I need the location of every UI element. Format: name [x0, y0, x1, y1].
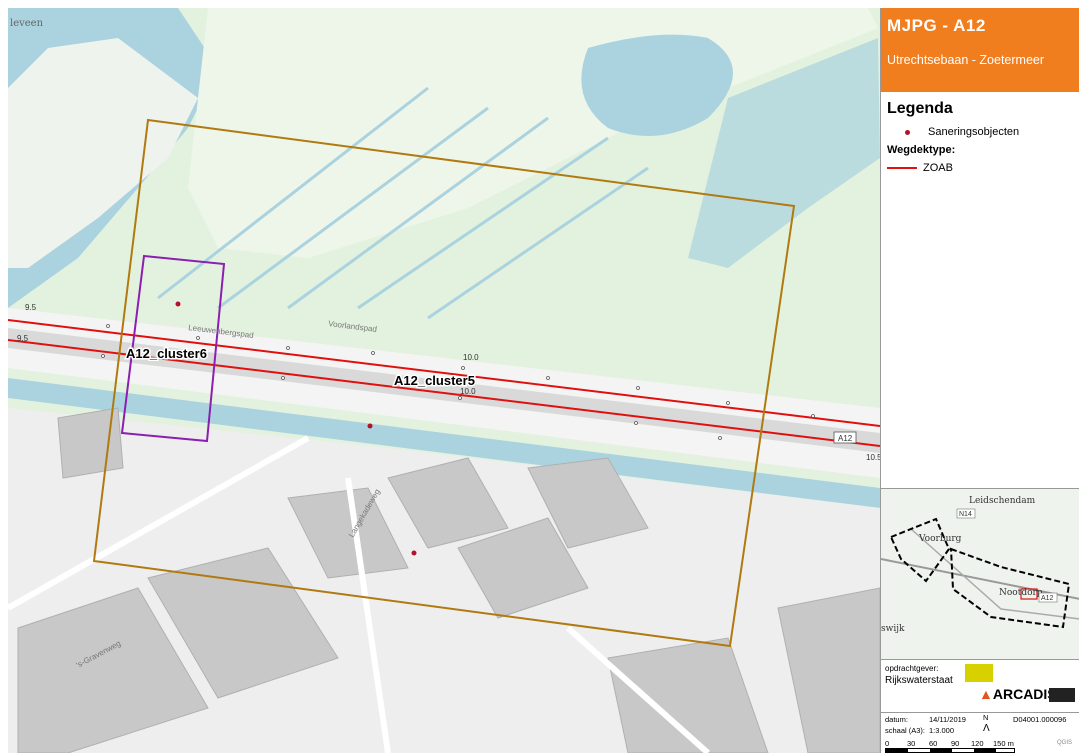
cluster6-label: A12_cluster6	[126, 346, 207, 361]
scale-tick: 60	[929, 739, 938, 748]
zoab-line-north	[8, 319, 880, 427]
overview-label: N14	[959, 511, 972, 518]
urban-area	[8, 38, 198, 268]
legend-item-objects: Saneringsobjecten	[887, 126, 1073, 138]
zoab-line-south	[8, 339, 880, 447]
cluster6-polygon	[120, 254, 226, 443]
distance-label: 10.5	[866, 453, 880, 462]
line-icon	[887, 167, 917, 169]
client-name: Rijkswaterstaat	[885, 675, 953, 686]
distance-label: 9.5	[17, 334, 29, 343]
canal	[8, 378, 880, 508]
north-arrow-icon: Λ	[983, 723, 990, 734]
distance-label: 10.0	[463, 353, 479, 362]
hectometer-points	[101, 324, 815, 440]
buildings	[17, 407, 880, 753]
client-block: opdrachtgever: Rijkswaterstaat ▲ARCADIS	[881, 658, 1079, 713]
footer-block: datum: 14/11/2019 N Λ D04001.000096 scha…	[881, 712, 1079, 753]
legend-label: ZOAB	[923, 162, 953, 174]
overview-label: A12	[1041, 595, 1054, 602]
north-arrow-label: N	[983, 713, 989, 722]
title-block: MJPG - A12 Utrechtsebaan - Zoetermeer	[881, 8, 1079, 92]
legend-label: Saneringsobjecten	[928, 126, 1020, 138]
scale-tick: 0	[885, 739, 890, 748]
map-svg: leveen 9.5 9.5 10.0 10.0 10.5 Leeuwenber…	[8, 8, 880, 753]
scale-tick: 30	[907, 739, 916, 748]
date-label: datum:	[885, 715, 908, 724]
side-panel: MJPG - A12 Utrechtsebaan - Zoetermeer Le…	[880, 8, 1079, 753]
date-value: 14/11/2019	[929, 715, 966, 724]
local-roads	[8, 435, 710, 753]
scale-tick: 150 m	[993, 739, 1014, 748]
carriageway	[8, 328, 880, 453]
road-shield-label: A12	[838, 434, 853, 443]
overview-area-outline	[949, 547, 1071, 629]
scale-bar	[885, 748, 1015, 753]
road-shield	[833, 431, 857, 444]
water-east	[688, 38, 880, 268]
legend-title: Legenda	[887, 100, 953, 117]
rijkswaterstaat-logo	[965, 664, 993, 682]
partner-logo	[1049, 688, 1075, 702]
map-subtitle: Utrechtsebaan - Zoetermeer	[887, 53, 1045, 67]
map-title: MJPG - A12	[887, 16, 986, 35]
overview-extent	[1020, 588, 1038, 600]
town-label: leveen	[10, 18, 44, 29]
legend-item-zoab: ZOAB	[887, 162, 1073, 174]
scale-tick: 120	[971, 739, 984, 748]
map-canvas[interactable]: leveen 9.5 9.5 10.0 10.0 10.5 Leeuwenber…	[8, 8, 880, 753]
overview-label: Nootdorp	[999, 588, 1043, 598]
map-frame-polygon	[92, 118, 796, 648]
scale-tick: 90	[951, 739, 960, 748]
distance-label: 9.5	[25, 303, 37, 312]
arcadis-text: ARCADIS	[992, 686, 1057, 702]
overview-label: Voorburg	[918, 534, 962, 544]
legend-section-title: Wegdektype:	[887, 144, 956, 156]
dot-icon	[905, 129, 910, 135]
overview-label: Leidschendam	[969, 496, 1036, 506]
overview-label: swijk	[881, 624, 905, 634]
overview-svg: Leidschendam N14 Voorburg Nootdorp swijk…	[881, 489, 1079, 659]
software-label: QGIS	[1057, 740, 1073, 746]
arcadis-logo: ▲ARCADIS	[979, 686, 1057, 702]
ditches	[157, 86, 649, 320]
cluster5-label: A12_cluster5	[394, 373, 475, 388]
legend: Legenda Saneringsobjecten Wegdektype: ZO…	[881, 92, 1079, 188]
client-label: opdrachtgever:	[885, 664, 939, 673]
sanering-objects	[175, 301, 417, 556]
pond	[581, 34, 733, 136]
distance-label: 10.0	[460, 387, 476, 396]
project-number: D04001.000096	[1013, 715, 1067, 724]
scale-label: schaal (A3):	[885, 726, 926, 735]
overview-area-outline	[889, 517, 951, 583]
scale-value: 1:3.000	[929, 726, 955, 735]
overview-map: Leidschendam N14 Voorburg Nootdorp swijk…	[881, 488, 1079, 660]
